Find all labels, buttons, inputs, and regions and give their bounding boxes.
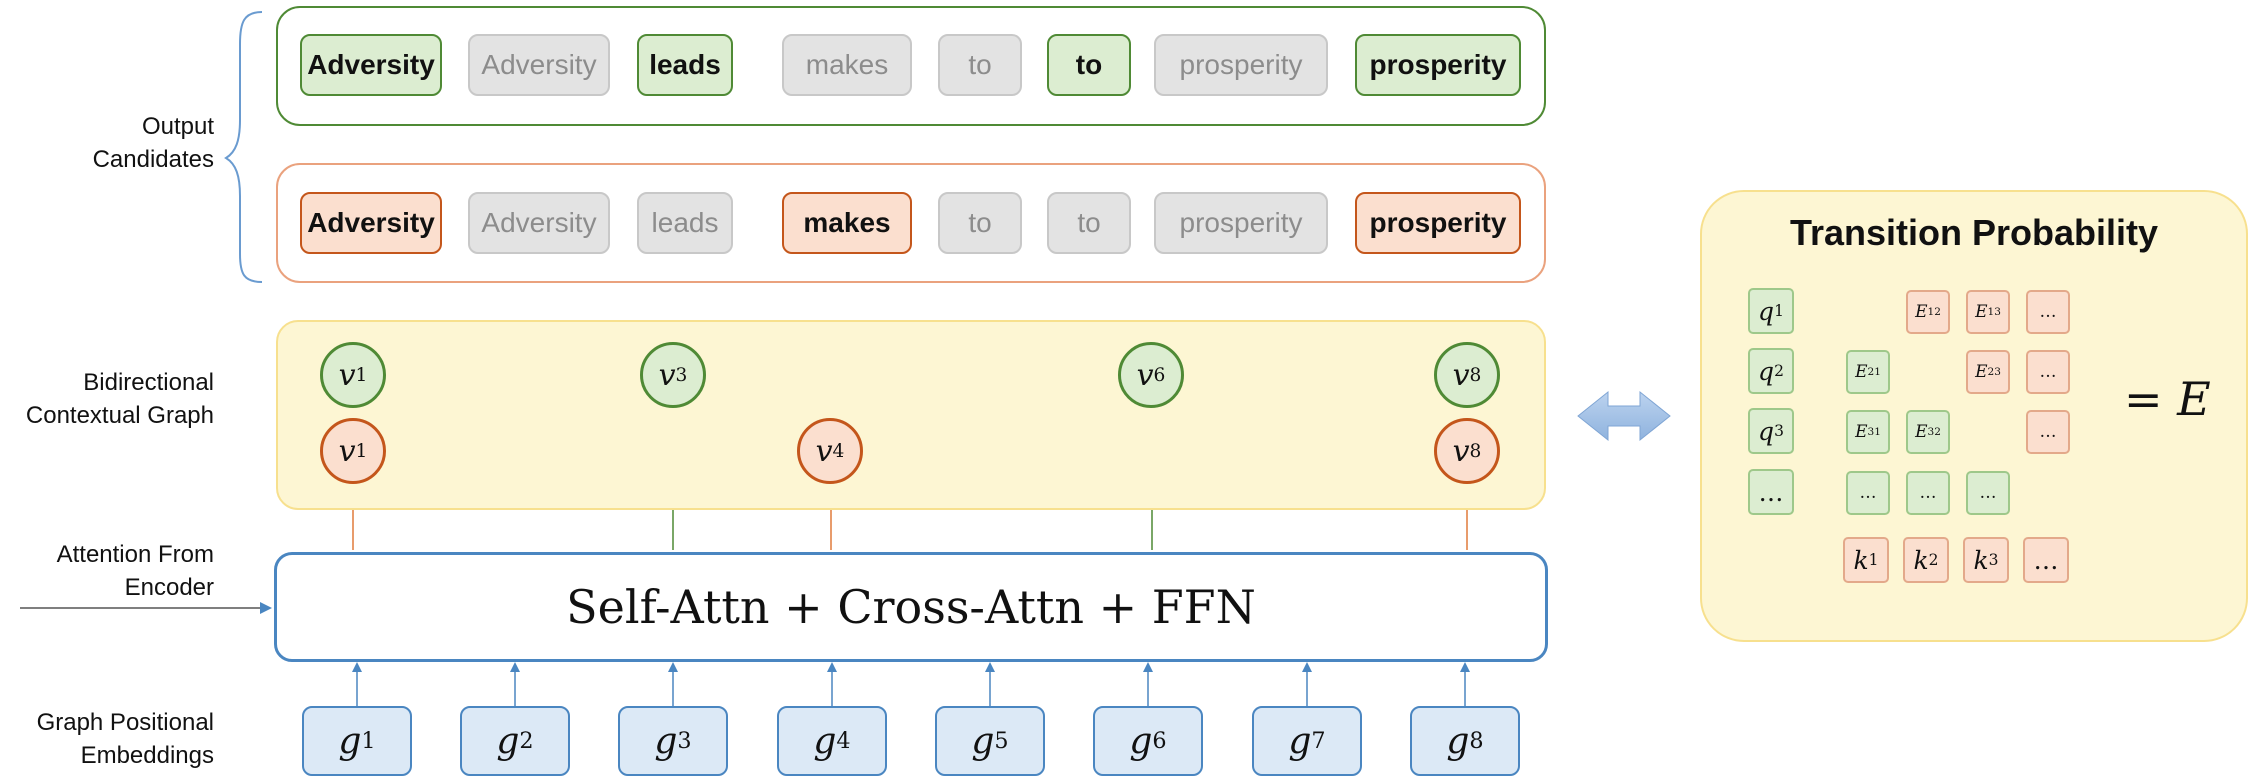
attention-from-encoder-label: Attention From Encoder (56, 541, 214, 601)
green-row-token-7: prosperity (1154, 34, 1328, 96)
matrix-cell-r4-c2: … (1846, 471, 1890, 515)
bidirectional-graph-label: Bidirectional Contextual Graph (25, 369, 214, 429)
decoder-block: Self-Attn + Cross-Attn + FFN (274, 552, 1548, 662)
output-brace (224, 11, 263, 283)
key-k4: … (2023, 537, 2069, 583)
green-row-token-4: makes (782, 34, 912, 96)
orange-row-token-8: prosperity (1355, 192, 1521, 254)
green-row-token-5: to (938, 34, 1022, 96)
double-arrow-icon (1577, 390, 1671, 442)
orange-row-token-2: Adversity (468, 192, 610, 254)
green-row-token-3: leads (637, 34, 733, 96)
orange-row-token-7: prosperity (1154, 192, 1328, 254)
orange-row-token-5: to (938, 192, 1022, 254)
green-row-token-6: to (1047, 34, 1131, 96)
query-q4: … (1748, 469, 1794, 515)
matrix-cell-r4-c3: … (1906, 471, 1950, 515)
transition-title: Transition Probability (1789, 212, 2159, 253)
green-row-token-8: prosperity (1355, 34, 1521, 96)
matrix-cell-r3-c5: … (2026, 410, 2070, 454)
green-row-token-1: Adversity (300, 34, 442, 96)
decoder-label: Self-Attn + Cross-Attn + FFN (566, 580, 1256, 634)
orange-row-token-6: to (1047, 192, 1131, 254)
output-candidates-label: Output Candidates (92, 113, 214, 173)
orange-row-token-4: makes (782, 192, 912, 254)
green-row-token-2: Adversity (468, 34, 610, 96)
orange-row-token-3: leads (637, 192, 733, 254)
orange-row-token-1: Adversity (300, 192, 442, 254)
equals-e-label: = E (2124, 372, 2211, 426)
matrix-cell-r4-c4: … (1966, 471, 2010, 515)
matrix-cell-r1-c5: … (2026, 290, 2070, 334)
graph-positional-embeddings-label: Graph Positional Embeddings (36, 709, 214, 769)
graph-panel (276, 320, 1546, 510)
matrix-cell-r2-c5: … (2026, 350, 2070, 394)
